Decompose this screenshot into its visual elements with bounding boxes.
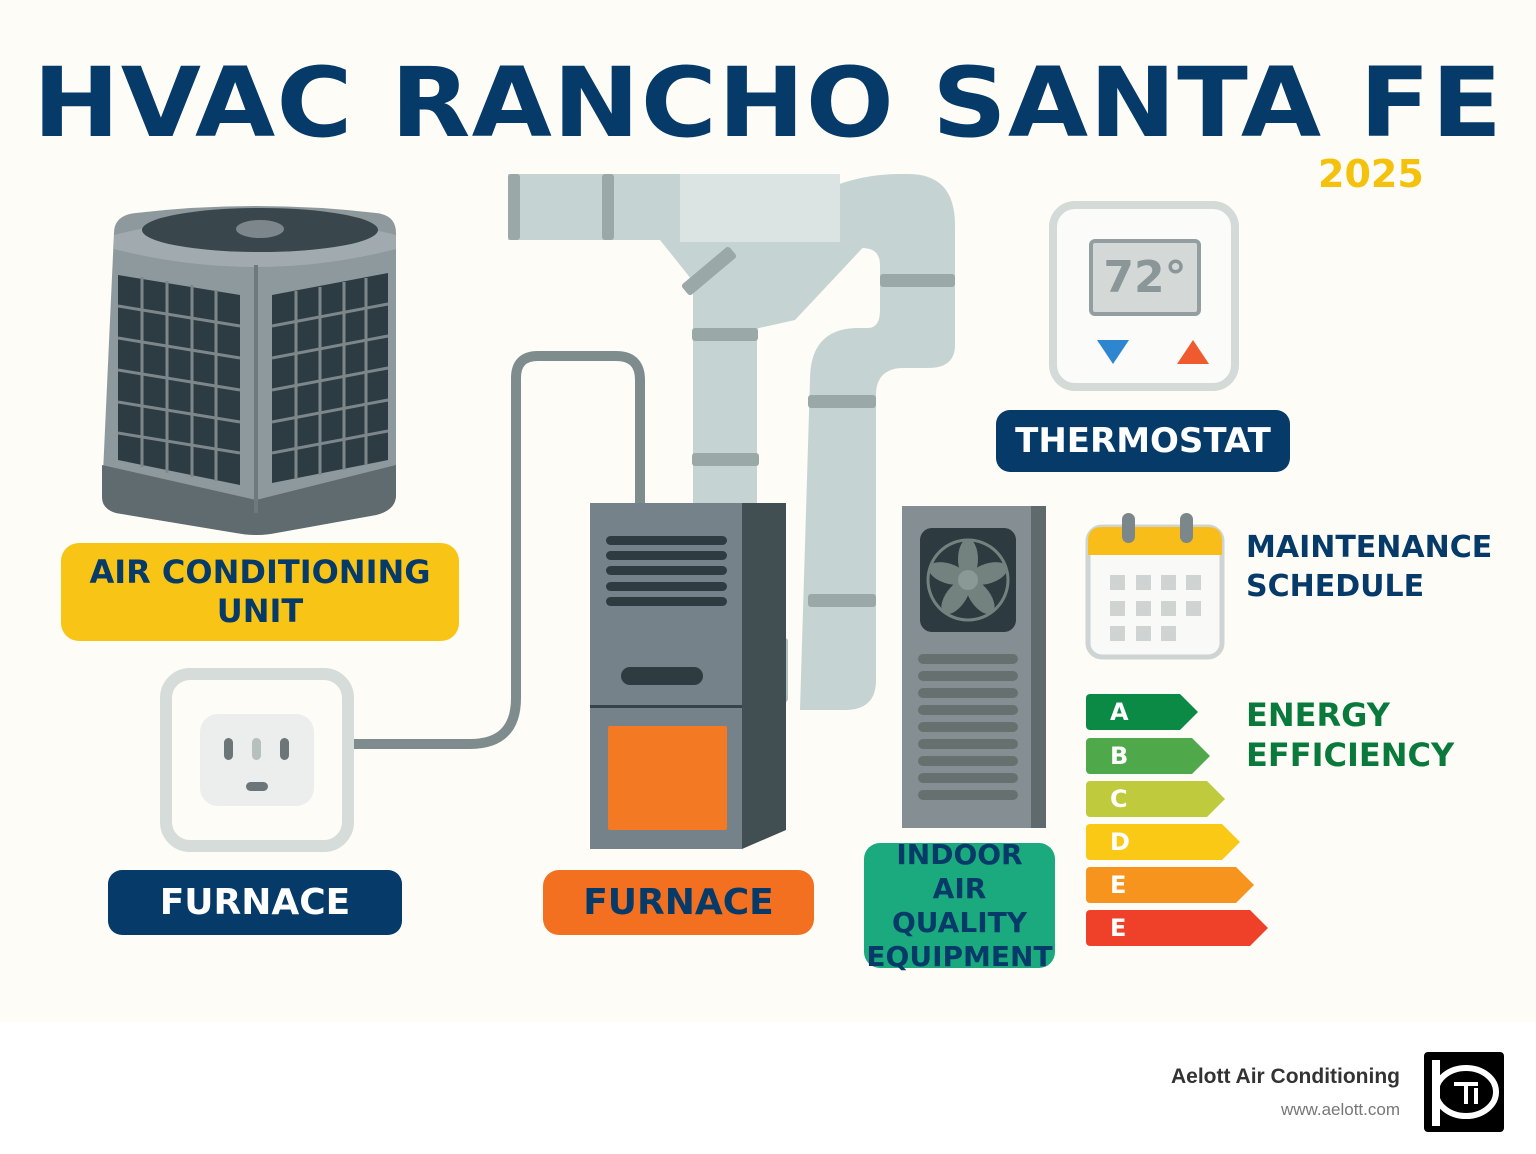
energy-rating-c: C: [1086, 781, 1225, 817]
company-logo-icon: [1424, 1052, 1504, 1132]
arrow-down-icon: [1097, 340, 1129, 364]
company-name: Aelott Air Conditioning: [1170, 1065, 1400, 1088]
energy-efficiency-text: ENERGY EFFICIENCY: [1246, 696, 1455, 774]
air-purifier-icon: [902, 506, 1046, 828]
indoor-air-quality-label: INDOOR AIR QUALITY EQUIPMENT: [864, 838, 1055, 973]
energy-rating-e-red: E: [1086, 910, 1268, 946]
energy-rating-e-orange: E: [1086, 867, 1254, 903]
thermostat-label: THERMOSTAT: [996, 410, 1290, 472]
energy-rating-d: D: [1086, 824, 1240, 860]
ductwork-illustration: [322, 174, 955, 749]
energy-rating-a: A: [1086, 694, 1198, 730]
arrow-up-icon: [1177, 340, 1209, 364]
furnace-label-navy: FURNACE: [108, 870, 402, 935]
year-label: 2025: [1318, 152, 1424, 196]
furnace-label-orange: FURNACE: [543, 870, 814, 935]
thermostat-display: 72°: [1089, 239, 1201, 316]
temperature-arrows: [1097, 340, 1209, 364]
power-outlet-icon: [160, 668, 354, 852]
air-conditioner-icon: [102, 206, 396, 535]
energy-rating-b: B: [1086, 738, 1210, 774]
calendar-icon: [1085, 513, 1225, 660]
page-title: HVAC RANCHO SANTA FE: [32, 47, 1504, 159]
furnace-icon: [590, 503, 786, 849]
thermostat-icon: 72°: [1049, 201, 1239, 391]
air-conditioning-unit-label: AIR CONDITIONING UNIT: [61, 543, 459, 641]
maintenance-schedule-text: MAINTENANCE SCHEDULE: [1246, 530, 1493, 604]
company-url[interactable]: www.aelott.com: [1280, 1100, 1400, 1119]
